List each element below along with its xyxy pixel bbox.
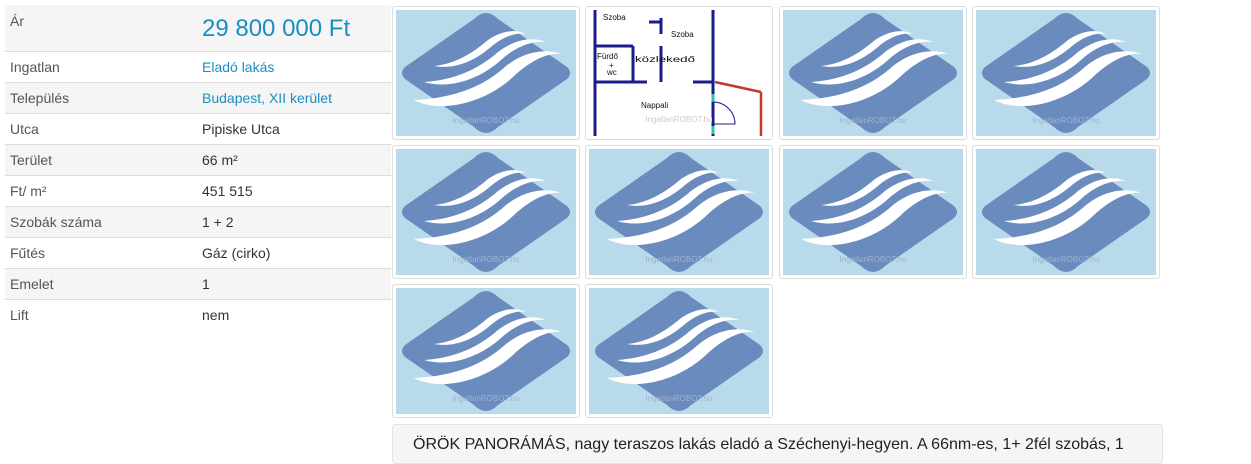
watermark: IngatlanROBOT.hu bbox=[645, 115, 712, 124]
detail-row-heating: Fűtés Gáz (cirko) bbox=[5, 237, 391, 268]
detail-label: Emelet bbox=[10, 276, 54, 292]
floorplan-label: wc bbox=[606, 68, 617, 77]
gallery-thumbnail[interactable]: IngatlanROBOT.hu bbox=[779, 6, 967, 140]
wave-logo-icon: IngatlanROBOT.hu bbox=[976, 10, 1156, 136]
detail-row-elevator: Lift nem bbox=[5, 299, 391, 330]
wave-logo-icon: IngatlanROBOT.hu bbox=[589, 288, 769, 414]
detail-value: nem bbox=[202, 307, 230, 323]
wave-logo-icon: IngatlanROBOT.hu bbox=[396, 288, 576, 414]
gallery-thumbnail[interactable]: IngatlanROBOT.hu bbox=[972, 145, 1160, 279]
floorplan-label: + bbox=[609, 61, 614, 70]
price-value: 29 800 000 Ft bbox=[202, 15, 351, 42]
property-details-table: Ár 29 800 000 Ft Ingatlan Eladó lakás Te… bbox=[5, 5, 391, 330]
detail-value: Pipiske Utca bbox=[202, 121, 280, 137]
property-type-link[interactable]: Eladó lakás bbox=[202, 59, 275, 75]
detail-row-property-type: Ingatlan Eladó lakás bbox=[5, 51, 391, 82]
wave-logo-icon: IngatlanROBOT.hu bbox=[976, 149, 1156, 275]
floorplan-label: Fürdő bbox=[597, 52, 618, 61]
wave-logo-icon: IngatlanROBOT.hu bbox=[783, 149, 963, 275]
watermark: IngatlanROBOT.hu bbox=[452, 116, 519, 125]
detail-value: 66 m² bbox=[202, 152, 238, 168]
floorplan-label: Szoba bbox=[603, 13, 626, 22]
detail-value: 1 bbox=[202, 276, 210, 292]
detail-value: 1 + 2 bbox=[202, 214, 234, 230]
watermark: IngatlanROBOT.hu bbox=[645, 255, 712, 264]
floorplan-image: Szoba Szoba Fürdő + wc közlekedő Nappali… bbox=[589, 10, 769, 136]
wave-logo-icon: IngatlanROBOT.hu bbox=[396, 10, 576, 136]
gallery-thumbnail[interactable]: IngatlanROBOT.hu bbox=[392, 6, 580, 140]
detail-value: 451 515 bbox=[202, 183, 253, 199]
detail-row-floor: Emelet 1 bbox=[5, 268, 391, 299]
gallery-thumbnail[interactable]: IngatlanROBOT.hu bbox=[585, 145, 773, 279]
floorplan-label: közlekedő bbox=[635, 55, 696, 64]
wave-logo-icon: IngatlanROBOT.hu bbox=[396, 149, 576, 275]
detail-label: Utca bbox=[10, 121, 39, 137]
watermark: IngatlanROBOT.hu bbox=[839, 116, 906, 125]
watermark: IngatlanROBOT.hu bbox=[452, 394, 519, 403]
watermark: IngatlanROBOT.hu bbox=[1032, 116, 1099, 125]
floorplan-label: Nappali bbox=[641, 101, 668, 110]
gallery-thumbnail-floorplan[interactable]: Szoba Szoba Fürdő + wc közlekedő Nappali… bbox=[585, 6, 773, 140]
detail-label: Ingatlan bbox=[10, 59, 60, 75]
description-text: ÖRÖK PANORÁMÁS, nagy teraszos lakás elad… bbox=[392, 424, 1163, 464]
detail-value: Gáz (cirko) bbox=[202, 245, 271, 261]
detail-label: Terület bbox=[10, 152, 53, 168]
detail-label: Lift bbox=[10, 307, 29, 323]
detail-row-street: Utca Pipiske Utca bbox=[5, 113, 391, 144]
floorplan-label: Szoba bbox=[671, 30, 694, 39]
detail-row-price: Ár 29 800 000 Ft bbox=[5, 5, 391, 51]
detail-row-area: Terület 66 m² bbox=[5, 144, 391, 175]
gallery-thumbnail[interactable]: IngatlanROBOT.hu bbox=[779, 145, 967, 279]
wave-logo-icon: IngatlanROBOT.hu bbox=[783, 10, 963, 136]
watermark: IngatlanROBOT.hu bbox=[645, 394, 712, 403]
watermark: IngatlanROBOT.hu bbox=[452, 255, 519, 264]
gallery-thumbnail[interactable]: IngatlanROBOT.hu bbox=[392, 284, 580, 418]
wave-logo-icon: IngatlanROBOT.hu bbox=[589, 149, 769, 275]
detail-label: Ft/ m² bbox=[10, 183, 47, 199]
detail-label: Fűtés bbox=[10, 245, 46, 261]
detail-row-price-per-sqm: Ft/ m² 451 515 bbox=[5, 175, 391, 206]
gallery-thumbnail[interactable]: IngatlanROBOT.hu bbox=[392, 145, 580, 279]
detail-label: Szobák száma bbox=[10, 214, 102, 230]
gallery-thumbnail[interactable]: IngatlanROBOT.hu bbox=[972, 6, 1160, 140]
detail-row-rooms: Szobák száma 1 + 2 bbox=[5, 206, 391, 237]
location-link[interactable]: Budapest, XII kerület bbox=[202, 90, 332, 106]
detail-row-location: Település Budapest, XII kerület bbox=[5, 82, 391, 113]
detail-label: Település bbox=[10, 90, 70, 106]
watermark: IngatlanROBOT.hu bbox=[1032, 255, 1099, 264]
detail-label: Ár bbox=[10, 13, 24, 29]
gallery-thumbnail[interactable]: IngatlanROBOT.hu bbox=[585, 284, 773, 418]
watermark: IngatlanROBOT.hu bbox=[839, 255, 906, 264]
